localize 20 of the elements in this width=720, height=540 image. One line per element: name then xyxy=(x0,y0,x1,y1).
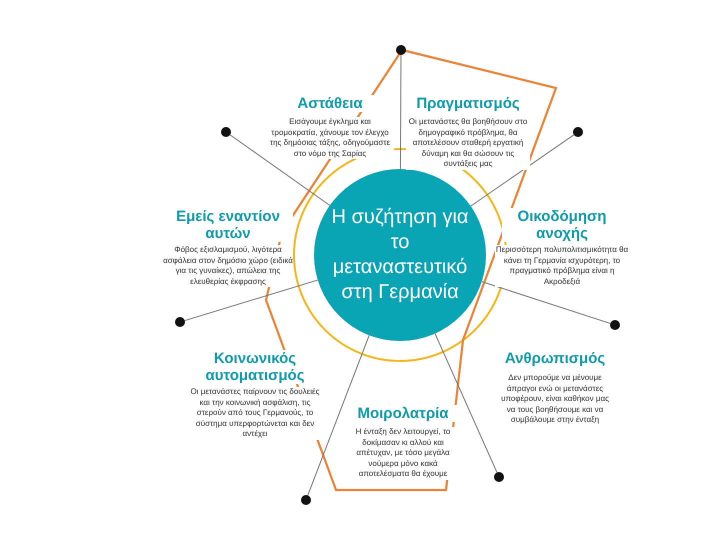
connector-line xyxy=(434,333,498,473)
section-text: Δεν μπορούμε να μένουμε άπραγοι ενώ οι μετανάστες υποφέρουν, είναι καθήκον μας να τους βοηθήσουμε και να συμβάλουμε στην ένταξη xyxy=(499,373,611,426)
section-text: Περισσότερη πολυπολιτισμικότητα θα κάνει τη Γερμανία ισχυρότερη, το πραγματικό πρόβλημα είναι η Ακροδεξιά xyxy=(494,245,630,287)
connector-line xyxy=(470,134,574,207)
endpoint-dot xyxy=(494,472,504,482)
endpoint-dot xyxy=(610,320,620,330)
section-text: Οι μετανάστες παίρνουν τις δουλειές και την κοινωνική ασφάλιση, τις στερούν από τους Γερμανούς, το σύστημα υπερφορτώνεται και δεν αντέχει xyxy=(188,387,322,440)
section-text: Φόβος εξισλαμισμού, λιγότερα ασφάλεια στον δημόσιο χώρο (ειδικά για τις γυναίκες), απώλεια της ελευθερίας έκφρασης xyxy=(163,245,293,287)
endpoint-dot xyxy=(221,127,231,137)
endpoint-dot xyxy=(573,127,583,137)
connector-line xyxy=(400,54,402,170)
connector-line xyxy=(481,281,611,324)
connector-line xyxy=(230,134,330,206)
center-circle: Η συζήτηση για το μεταναστευτικό στη Γερμανία xyxy=(314,169,486,341)
endpoint-dot xyxy=(301,495,311,505)
connector-line xyxy=(184,280,318,322)
section-text: Οι μετανάστες θα βοηθήσουν στο δημογραφικό πρόβλημα, θα αποτελέσουν σταθερή εργατική δύναμη και θα σώσουν τις συντάξεις μας xyxy=(406,117,530,170)
endpoint-dot xyxy=(396,45,406,55)
connector-line xyxy=(307,334,370,496)
endpoint-dot xyxy=(175,317,185,327)
